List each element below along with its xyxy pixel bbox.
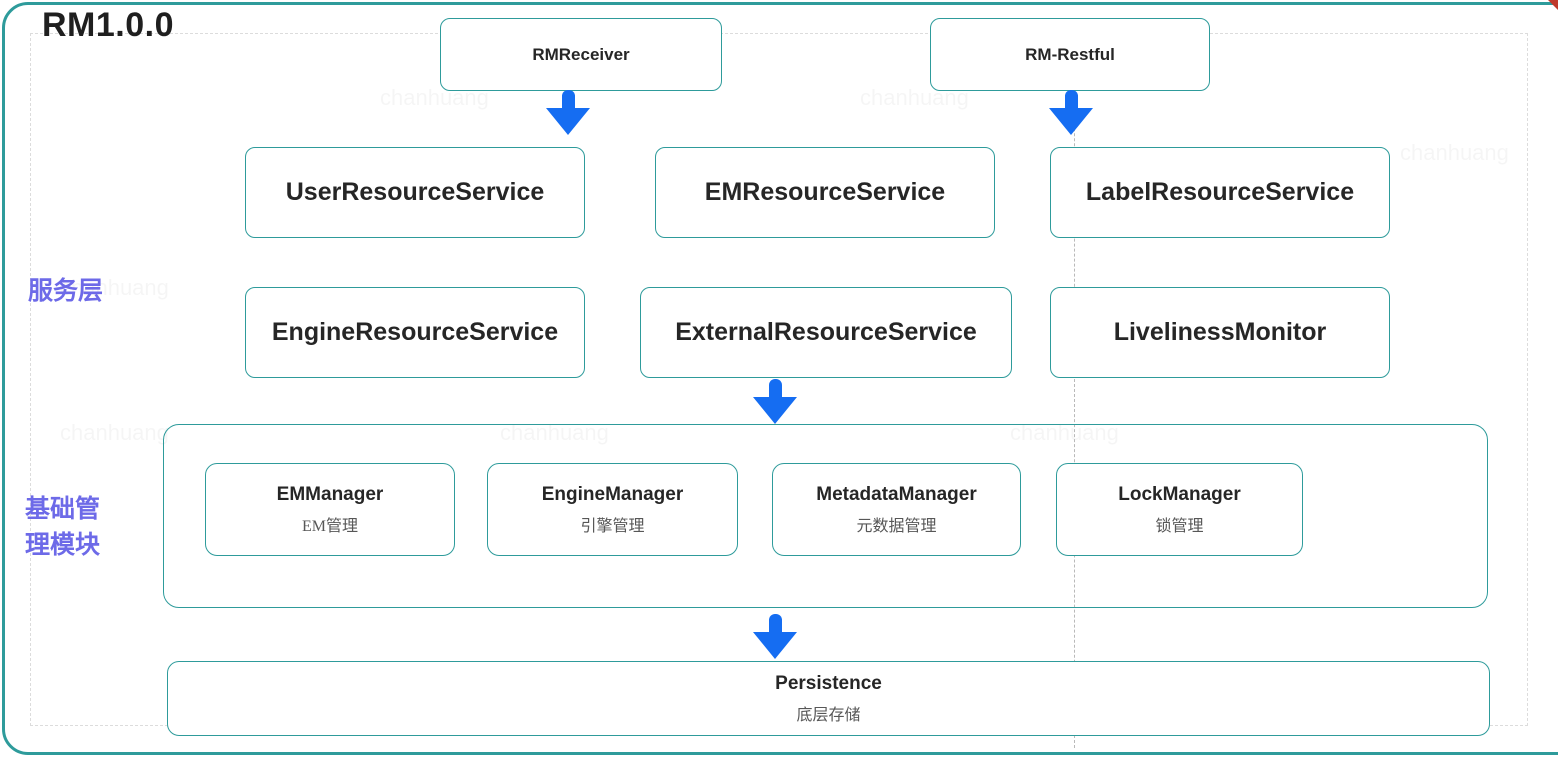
node-em-manager-subtitle: EM管理 xyxy=(301,517,358,535)
node-label-resource-service: LabelResourceService xyxy=(1050,147,1390,238)
node-em-manager: EMManager EM管理 xyxy=(205,463,455,556)
node-metadata-manager-label: MetadataManager xyxy=(816,483,977,505)
node-lock-manager-label: LockManager xyxy=(1118,483,1241,505)
corner-marker xyxy=(1548,0,1558,10)
node-rmreceiver: RMReceiver xyxy=(440,18,722,91)
node-persistence: Persistence 底层存储 xyxy=(167,661,1490,736)
vertical-dashed-guide-line xyxy=(1074,33,1075,748)
node-persistence-label: Persistence xyxy=(775,672,882,694)
node-engine-resource-service: EngineResourceService xyxy=(245,287,585,378)
node-engine-resource-service-label: EngineResourceService xyxy=(271,318,559,346)
base-module-label-line1: 基础管 xyxy=(25,496,101,523)
node-external-resource-service: ExternalResourceService xyxy=(640,287,1012,378)
page-title: RM1.0.0 xyxy=(42,6,174,44)
node-engine-manager-subtitle: 引擎管理 xyxy=(580,517,645,535)
node-user-resource-service-label: UserResourceService xyxy=(285,178,545,206)
node-em-resource-service-label: EMResourceService xyxy=(704,178,946,206)
node-liveliness-monitor: LivelinessMonitor xyxy=(1050,287,1390,378)
node-label-resource-service-label: LabelResourceService xyxy=(1085,178,1355,206)
service-layer-label: 服务层 xyxy=(28,278,104,305)
base-module-label-line2: 理模块 xyxy=(25,532,101,559)
base-management-module-group xyxy=(163,424,1488,608)
node-rm-restful-label: RM-Restful xyxy=(1025,44,1115,64)
node-rm-restful: RM-Restful xyxy=(930,18,1210,91)
node-em-manager-label: EMManager xyxy=(276,483,384,505)
base-module-label: 基础管 理模块 xyxy=(25,492,100,564)
node-user-resource-service: UserResourceService xyxy=(245,147,585,238)
node-external-resource-service-label: ExternalResourceService xyxy=(675,318,977,346)
node-liveliness-monitor-label: LivelinessMonitor xyxy=(1113,318,1327,346)
node-rmreceiver-label: RMReceiver xyxy=(532,44,630,64)
node-metadata-manager: MetadataManager 元数据管理 xyxy=(772,463,1021,556)
node-persistence-subtitle: 底层存储 xyxy=(796,706,861,724)
node-lock-manager: LockManager 锁管理 xyxy=(1056,463,1303,556)
node-metadata-manager-subtitle: 元数据管理 xyxy=(856,517,937,535)
node-engine-manager-label: EngineManager xyxy=(541,483,684,505)
node-engine-manager: EngineManager 引擎管理 xyxy=(487,463,738,556)
node-lock-manager-subtitle: 锁管理 xyxy=(1155,517,1204,535)
diagram-dashed-boundary xyxy=(30,33,1528,726)
node-em-resource-service: EMResourceService xyxy=(655,147,995,238)
